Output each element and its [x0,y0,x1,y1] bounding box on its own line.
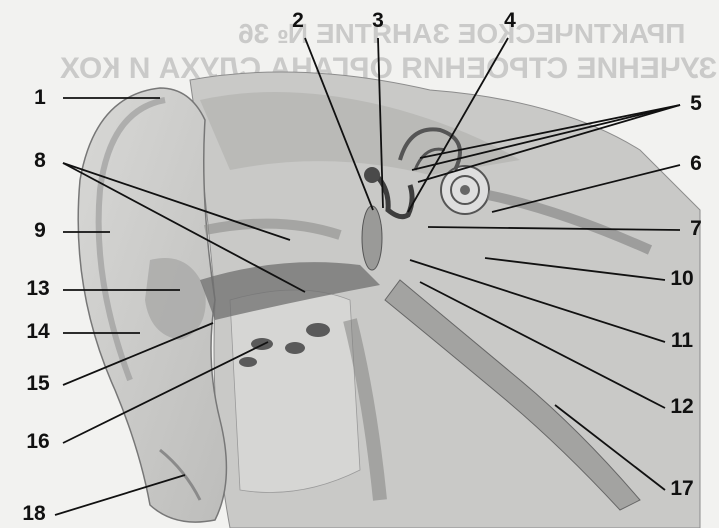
callout-12: 12 [666,396,698,417]
callout-13: 13 [22,278,54,299]
callout-9: 9 [24,220,56,241]
mastoid-air-cells [230,290,360,493]
callout-6: 6 [680,153,712,174]
callout-15: 15 [22,373,54,394]
callout-1: 1 [24,87,56,108]
callout-11: 11 [666,330,698,351]
callout-8: 8 [24,150,56,171]
tympanic-membrane [362,206,382,270]
malleus-head [364,167,380,183]
callout-16: 16 [22,431,54,452]
callout-14: 14 [22,321,54,342]
callout-5: 5 [680,93,712,114]
callout-3: 3 [362,10,394,31]
air-cell [306,323,330,337]
cochlea-center [460,185,470,195]
callout-17: 17 [666,478,698,499]
callout-2: 2 [282,10,314,31]
air-cell [285,342,305,354]
callout-18: 18 [18,503,50,524]
callout-7: 7 [680,218,712,239]
air-cell [239,357,257,367]
callout-4: 4 [494,10,526,31]
callout-10: 10 [666,268,698,289]
